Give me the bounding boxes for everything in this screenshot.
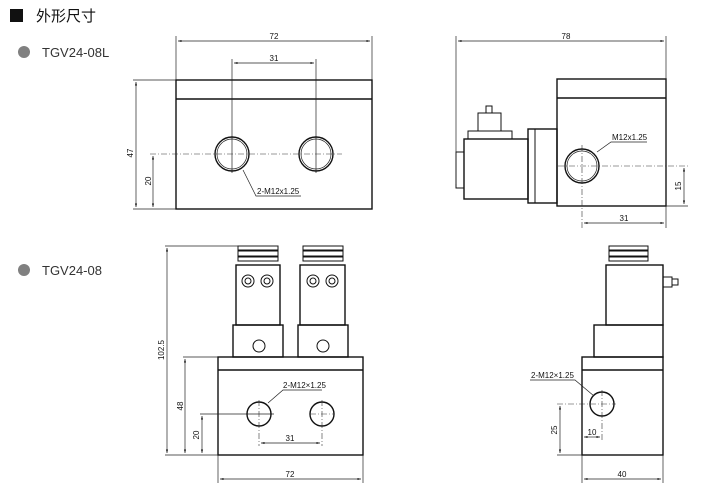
model-label-tgv24-08l: TGV24-08L xyxy=(42,45,109,60)
dim-total-height: 102.5 xyxy=(157,339,166,360)
dim-port-offset: 10 xyxy=(588,428,597,437)
port-note: 2-M12×1.25 xyxy=(283,381,326,390)
dim-block-height: 48 xyxy=(176,401,185,410)
tgv24-08-front-view xyxy=(165,245,364,483)
header-square-icon xyxy=(10,9,23,22)
dim-pitch: 31 xyxy=(286,434,295,443)
port-note: M12x1.25 xyxy=(612,133,648,142)
port-note: 2-M12×1.25 xyxy=(531,371,574,380)
dim-pitch: 31 xyxy=(270,54,279,63)
bullet-icon xyxy=(18,264,30,276)
dim-height: 47 xyxy=(126,148,135,157)
dim-width: 40 xyxy=(618,470,627,479)
dim-width: 72 xyxy=(270,32,279,41)
dim-port-offset: 31 xyxy=(620,214,629,223)
port-note: 2-M12x1.25 xyxy=(257,187,300,196)
dim-width: 72 xyxy=(286,470,295,479)
section-title: 外形尺寸 xyxy=(36,8,96,25)
model-label-tgv24-08: TGV24-08 xyxy=(42,263,102,278)
tgv24-08-side-view xyxy=(530,245,679,483)
tgv24-08l-side-view xyxy=(455,36,688,228)
tgv24-08l-front-view xyxy=(133,36,373,210)
dim-port-height: 15 xyxy=(674,181,683,190)
dim-port-height: 20 xyxy=(192,430,201,439)
dim-port-height: 20 xyxy=(144,176,153,185)
dim-port-height: 25 xyxy=(550,425,559,434)
solenoid-1 xyxy=(232,245,284,358)
bullet-icon xyxy=(18,46,30,58)
solenoid-2 xyxy=(297,245,349,358)
dim-length: 78 xyxy=(562,32,571,41)
